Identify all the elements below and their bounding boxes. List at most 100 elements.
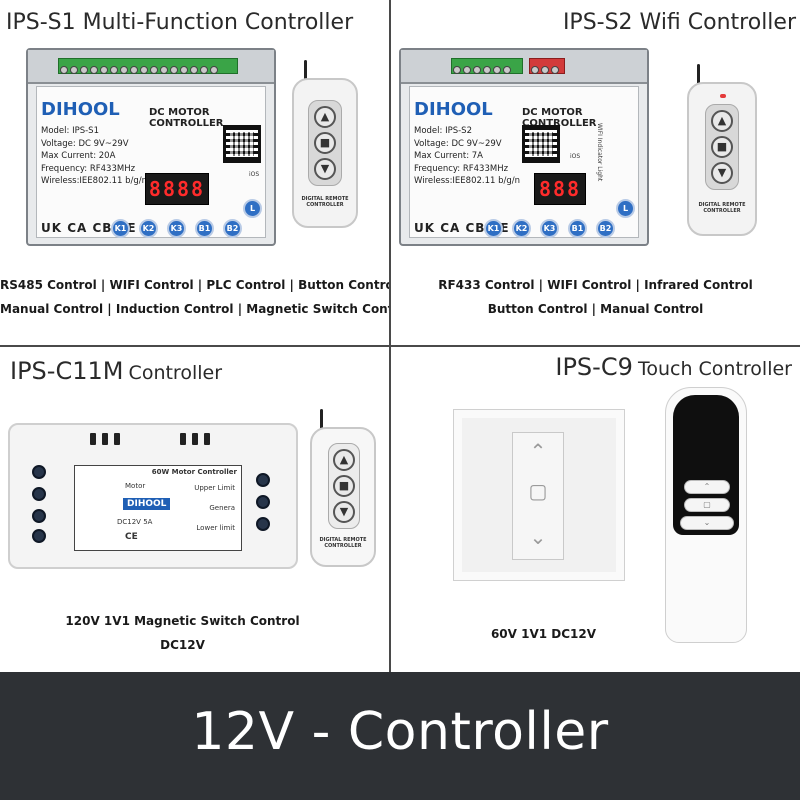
antenna (320, 409, 323, 431)
screw-terminal (32, 487, 46, 501)
caption-line: RS485 Control | WIFI Control | PLC Contr… (0, 278, 389, 292)
screw-terminal (32, 529, 46, 543)
l-key-button[interactable]: L (243, 199, 262, 218)
panel-ips-s1: IPS-S1 Multi-Function Controller DIHOOL … (0, 0, 389, 345)
square-stop-icon[interactable]: ■ (711, 136, 733, 158)
vertical-divider (389, 0, 391, 672)
remote-control: ▲ ■ ▼ DIGITAL REMOTE CONTROLLER (292, 78, 358, 228)
key-button-b1[interactable]: B1 (195, 219, 214, 238)
arrow-up-icon[interactable]: ▲ (333, 449, 355, 471)
key-button-b1[interactable]: B1 (568, 219, 587, 238)
vent (102, 433, 108, 445)
touch-panel: ⌃ ▢ ⌄ (453, 409, 625, 581)
key-button-b2[interactable]: B2 (223, 219, 242, 238)
spec-list: Model: IPS-S1 Voltage: DC 9V~29V Max Cur… (41, 125, 147, 188)
arrow-up-icon[interactable]: ▲ (314, 106, 336, 128)
vent (90, 433, 96, 445)
vent (180, 433, 186, 445)
remote-label: DIGITAL REMOTE CONTROLLER (319, 537, 367, 549)
antenna (697, 64, 700, 86)
general-label: Genera (209, 504, 235, 512)
vent (114, 433, 120, 445)
arrow-down-icon[interactable]: ⌄ (680, 516, 734, 530)
caption-line: 120V 1V1 Magnetic Switch Control (65, 614, 300, 628)
remote-label: DIGITAL REMOTE CONTROLLER (301, 196, 349, 208)
panel-title-sub: Touch Controller (637, 358, 792, 380)
square-stop-icon[interactable]: ■ (333, 475, 355, 497)
screw-terminal (256, 517, 270, 531)
qr-code-icon (522, 125, 560, 163)
panel-title: IPS-C11M Controller (10, 357, 222, 385)
key-button-k1[interactable]: K1 (111, 219, 130, 238)
arrow-down-icon[interactable]: ▼ (333, 501, 355, 523)
led-indicator (720, 94, 726, 98)
controller-device: DIHOOL DC MOTOR CONTROLLER Model: IPS-S2… (399, 48, 649, 246)
key-button-k3[interactable]: K3 (540, 219, 559, 238)
terminal-strip (401, 50, 647, 84)
caption-line: Manual Control | Induction Control | Mag… (0, 302, 389, 316)
spec-line: Voltage: DC 9V~29V (41, 138, 129, 149)
square-stop-icon[interactable]: ▢ (684, 498, 730, 512)
brand-logo: DIHOOL (123, 498, 171, 510)
terminal-strip (28, 50, 274, 84)
key-button-k1[interactable]: K1 (484, 219, 503, 238)
lower-limit-label: Lower limit (196, 524, 235, 532)
screw-terminal (32, 465, 46, 479)
spec-line: Frequency: RF433MHz (414, 163, 509, 174)
caption-line: 60V 1V1 DC12V (490, 627, 597, 641)
square-stop-icon[interactable]: ▢ (528, 479, 548, 503)
panel-title: IPS-S2 Wifi Controller (562, 10, 796, 35)
panel-label: 60W Motor Controller (151, 468, 237, 476)
key-button-b2[interactable]: B2 (596, 219, 615, 238)
arrow-up-icon[interactable]: ⌃ (684, 480, 730, 494)
label-panel: 60W Motor Controller Motor DIHOOL DC12V … (74, 465, 242, 551)
terminal-block (451, 58, 523, 74)
horizontal-divider (0, 345, 800, 347)
touch-strip: ⌃ ▢ ⌄ (512, 432, 564, 560)
screw-terminal (256, 495, 270, 509)
arrow-down-icon[interactable]: ▼ (711, 162, 733, 184)
remote-top (673, 395, 739, 535)
spec-line: Wireless:IEE802.11 b/g/n (41, 176, 148, 187)
footer-banner: 12V - Controller (0, 672, 800, 800)
device-label: DC MOTOR CONTROLLER (149, 107, 224, 129)
spec-line: Model: IPS-S1 (41, 126, 99, 136)
ios-label: iOS (570, 153, 581, 160)
terminal-block-red (529, 58, 565, 74)
brand-logo: DIHOOL (41, 99, 120, 120)
segment-display: 8888 (145, 173, 209, 205)
product-grid: IPS-S1 Multi-Function Controller DIHOOL … (0, 0, 800, 672)
spec-line: Voltage: DC 9V~29V (414, 138, 502, 149)
panel-ips-s2: IPS-S2 Wifi Controller DIHOOL DC MOTOR C… (391, 0, 800, 345)
spec-list: Model: IPS-S2 Voltage: DC 9V~29V Max Cur… (414, 125, 520, 188)
square-stop-icon[interactable]: ■ (314, 132, 336, 154)
arrow-down-icon[interactable]: ⌄ (529, 525, 547, 549)
remote-control: ⌃ ▢ ⌄ (665, 387, 747, 643)
segment-display: 888 (534, 173, 586, 205)
controller-device: DIHOOL DC MOTOR CONTROLLER Model: IPS-S1… (26, 48, 276, 246)
arrow-down-icon[interactable]: ▼ (314, 158, 336, 180)
remote-control: ▲ ■ ▼ DIGITAL REMOTE CONTROLLER (310, 427, 376, 567)
motor-label: Motor (125, 482, 146, 490)
panel-title-main: IPS-C9 (555, 353, 633, 381)
key-button-k2[interactable]: K2 (512, 219, 531, 238)
spec-line: Model: IPS-S2 (414, 126, 472, 136)
upper-limit-label: Upper Limit (194, 484, 235, 492)
antenna (304, 60, 307, 82)
qr-code-icon (223, 125, 261, 163)
caption-line: RF433 Control | WIFI Control | Infrared … (438, 278, 753, 292)
panel-ips-c9: IPS-C9 Touch Controller ⌃ ▢ ⌄ ⌃ ▢ ⌄ 60V … (391, 347, 800, 672)
key-button-k2[interactable]: K2 (139, 219, 158, 238)
panel-title: IPS-S1 Multi-Function Controller (6, 10, 354, 35)
controller-face: DIHOOL DC MOTOR CONTROLLER Model: IPS-S1… (36, 86, 266, 238)
vent (204, 433, 210, 445)
remote-label: DIGITAL REMOTE CONTROLLER (698, 202, 746, 214)
arrow-up-icon[interactable]: ⌃ (529, 439, 547, 463)
ios-label: iOS (249, 171, 260, 178)
panel-title-sub: Controller (128, 362, 223, 384)
footer-title: 12V - Controller (191, 702, 609, 762)
l-key-button[interactable]: L (616, 199, 635, 218)
terminal-block (58, 58, 238, 74)
arrow-up-icon[interactable]: ▲ (711, 110, 733, 132)
key-button-k3[interactable]: K3 (167, 219, 186, 238)
